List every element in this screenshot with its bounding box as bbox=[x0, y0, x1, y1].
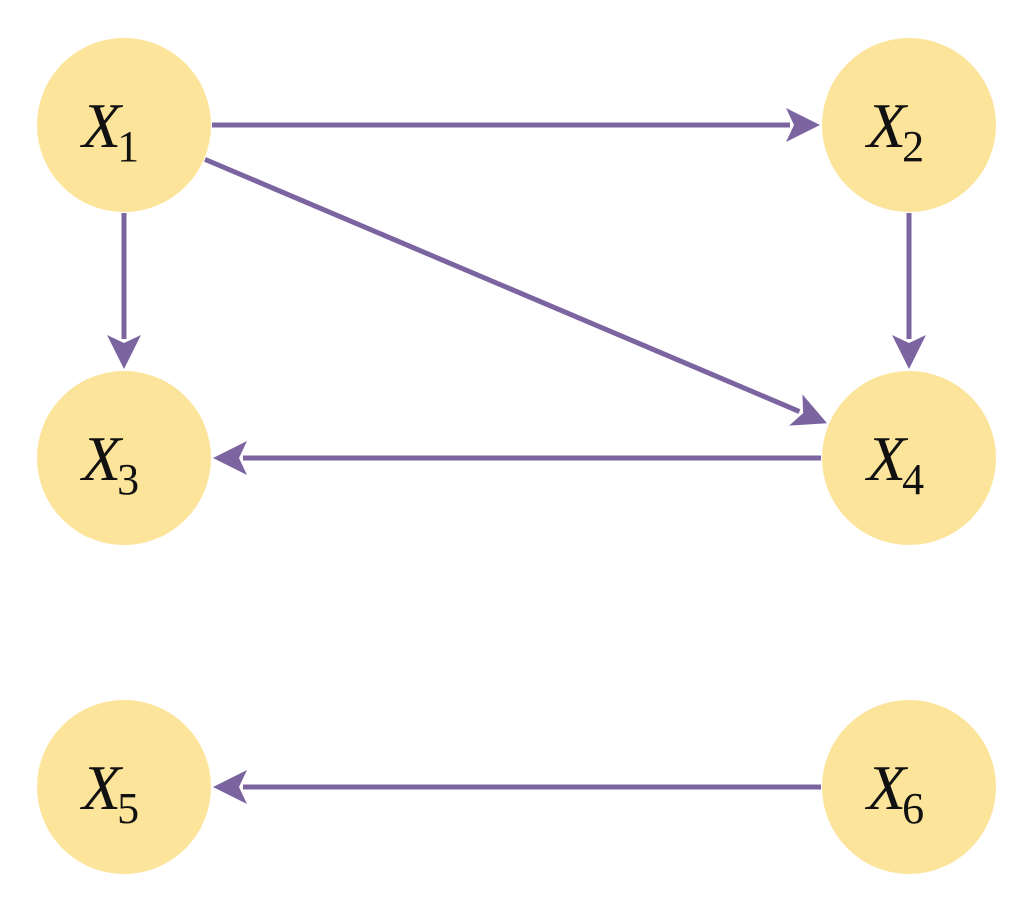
node-label: X6 bbox=[864, 752, 924, 833]
node-circle bbox=[822, 371, 996, 545]
edge-x6-to-x5 bbox=[213, 770, 821, 804]
edge-x1-to-x3 bbox=[107, 213, 141, 369]
edge-x1-to-x4 bbox=[204, 157, 828, 426]
node-subscript: 4 bbox=[902, 455, 924, 504]
node-label: X3 bbox=[79, 423, 139, 504]
arrowhead-icon bbox=[789, 394, 828, 426]
node-label: X5 bbox=[79, 752, 139, 833]
node-x3: X3 bbox=[37, 371, 211, 545]
node-circle bbox=[37, 700, 211, 874]
node-x2: X2 bbox=[822, 38, 996, 212]
node-subscript: 2 bbox=[902, 122, 924, 171]
node-subscript: 3 bbox=[117, 455, 139, 504]
edge-x4-to-x3 bbox=[213, 441, 821, 475]
arrowhead-icon bbox=[107, 335, 141, 369]
node-variable: X bbox=[79, 90, 124, 161]
node-circle bbox=[37, 371, 211, 545]
node-subscript: 5 bbox=[117, 784, 139, 833]
arrowhead-icon bbox=[892, 335, 926, 369]
node-circle bbox=[37, 38, 211, 212]
node-subscript: 6 bbox=[902, 784, 924, 833]
node-variable: X bbox=[79, 752, 124, 823]
node-x1: X1 bbox=[37, 38, 211, 212]
arrowhead-icon bbox=[786, 108, 820, 142]
node-subscript: 1 bbox=[117, 122, 139, 171]
node-x6: X6 bbox=[822, 700, 996, 874]
arrowhead-icon bbox=[213, 441, 247, 475]
node-variable: X bbox=[864, 752, 909, 823]
node-variable: X bbox=[864, 423, 909, 494]
edge-x2-to-x4 bbox=[892, 213, 926, 369]
arrowhead-icon bbox=[213, 770, 247, 804]
node-label: X1 bbox=[79, 90, 139, 171]
edge-line bbox=[204, 157, 801, 414]
edge-x1-to-x2 bbox=[212, 108, 820, 142]
node-circle bbox=[822, 700, 996, 874]
node-label: X4 bbox=[864, 423, 924, 504]
node-circle bbox=[822, 38, 996, 212]
node-variable: X bbox=[79, 423, 124, 494]
node-x5: X5 bbox=[37, 700, 211, 874]
node-label: X2 bbox=[864, 90, 924, 171]
node-variable: X bbox=[864, 90, 909, 161]
edges-layer bbox=[107, 108, 926, 804]
node-x4: X4 bbox=[822, 371, 996, 545]
